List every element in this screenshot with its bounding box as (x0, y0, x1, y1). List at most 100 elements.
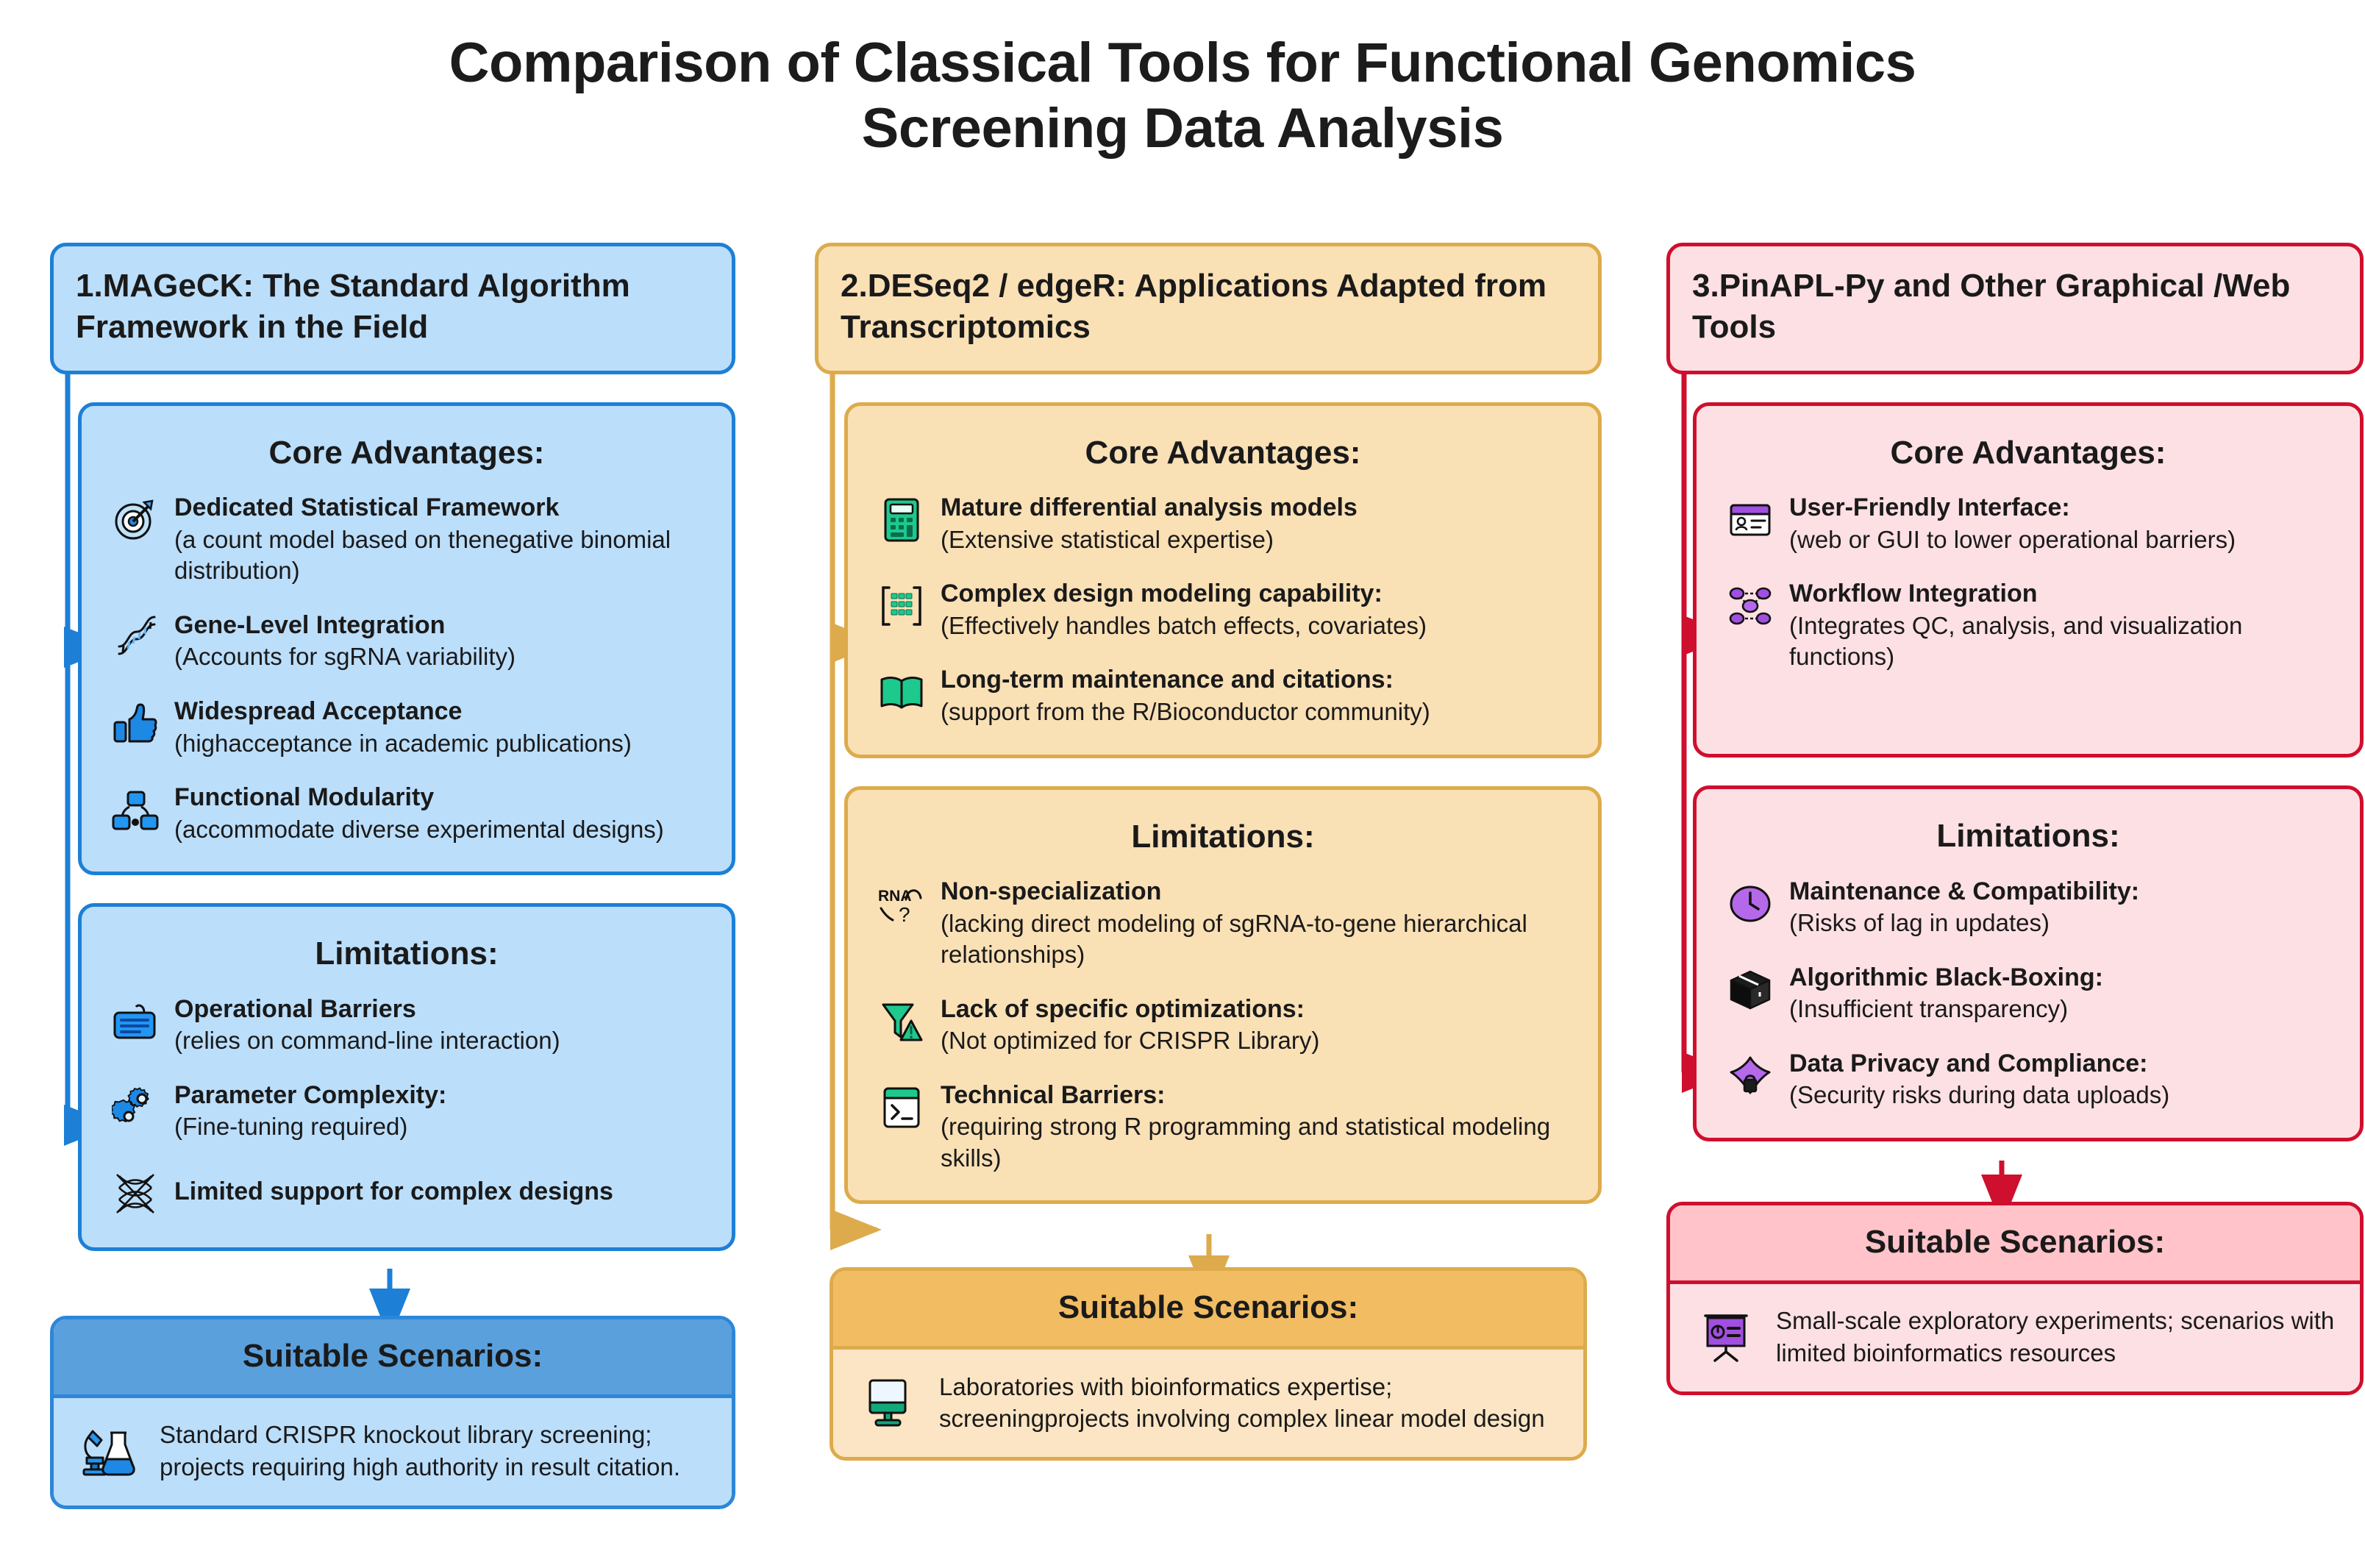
advantage-item: Widespread Acceptance (highacceptance in… (108, 695, 705, 759)
advantage-sub: (a count model based on thenegative bino… (174, 526, 671, 585)
scenarios-text: Laboratories with bioinformatics experti… (939, 1372, 1545, 1433)
limitation-sub: (Risks of lag in updates) (1789, 909, 2050, 937)
id-card-icon (1723, 493, 1777, 547)
limitation-sub: (relies on command-line interaction) (174, 1027, 560, 1055)
page-title: Comparison of Classical Tools for Functi… (0, 31, 2365, 162)
limitation-sub: (Security risks during data uploads) (1789, 1081, 2170, 1109)
advantage-head: Complex design modeling capability: (941, 580, 1383, 608)
limitation-sub: (lacking direct modeling of sgRNA-to-gen… (941, 910, 1527, 969)
scenarios-text: Standard CRISPR knockout library screeni… (160, 1421, 681, 1481)
scenarios-title: Suitable Scenarios: (1670, 1205, 2360, 1284)
limitation-item: Parameter Complexity: (Fine-tuning requi… (108, 1079, 705, 1143)
limitations-title: Limitations: (315, 935, 499, 972)
advantage-item: User-Friendly Interface: (web or GUI to … (1723, 491, 2333, 555)
column-header-mageck: 1.MAGeCK: The Standard Algorithm Framewo… (50, 243, 735, 374)
limitation-head: Limited support for complex designs (174, 1177, 613, 1205)
limitation-head: Data Privacy and Compliance: (1789, 1049, 2148, 1077)
limitation-item: Maintenance & Compatibility: (Risks of l… (1723, 875, 2333, 939)
limitation-head: Parameter Complexity: (174, 1080, 447, 1109)
advantage-head: Widespread Acceptance (174, 696, 463, 725)
advantage-sub: (Effectively handles batch effects, cova… (941, 612, 1427, 640)
clock-icon (1723, 877, 1777, 931)
advantage-item: Dedicated Statistical Framework (a count… (108, 491, 705, 586)
limitation-item: Algorithmic Black-Boxing: (Insufficient … (1723, 961, 2333, 1025)
limitations-title: Limitations: (1936, 817, 2120, 854)
presentation-chart-icon (1692, 1303, 1760, 1371)
advantage-head: Mature differential analysis models (941, 493, 1358, 522)
advantage-sub: (accommodate diverse experimental design… (174, 815, 664, 843)
limitation-sub: (Not optimized for CRISPR Library) (941, 1027, 1320, 1055)
limitation-head: Maintenance & Compatibility: (1789, 877, 2140, 905)
columns-container: 1.MAGeCK: The Standard Algorithm Framewo… (0, 243, 2365, 1567)
advantage-head: User-Friendly Interface: (1789, 493, 2070, 522)
limitation-item: Data Privacy and Compliance: (Security r… (1723, 1047, 2333, 1111)
column-mageck: 1.MAGeCK: The Standard Algorithm Framewo… (50, 243, 735, 1510)
limitation-head: Lack of specific optimizations: (941, 994, 1305, 1023)
dna-icon (108, 610, 163, 665)
microscope-flask-icon (76, 1417, 143, 1485)
advantage-item: Gene-Level Integration (Accounts for sgR… (108, 609, 705, 673)
limitation-item: Technical Barriers: (requiring strong R … (874, 1079, 1572, 1174)
scenarios-text: Small-scale exploratory experiments; sce… (1776, 1307, 2335, 1366)
advantage-head: Workflow Integration (1789, 580, 2038, 608)
scenarios-card-mageck: Suitable Scenarios: (50, 1315, 735, 1510)
keyboard-icon (108, 994, 163, 1049)
limitation-head: Algorithmic Black-Boxing: (1789, 963, 2103, 991)
terminal-icon (874, 1080, 929, 1135)
limitations-title: Limitations: (1131, 818, 1315, 855)
advantages-card-deseq2: Core Advantages: (844, 402, 1602, 758)
crossed-mesh-icon (108, 1166, 163, 1221)
limitation-sub: (Insufficient transparency) (1789, 995, 2069, 1023)
advantage-sub: (Extensive statistical expertise) (941, 526, 1274, 554)
thumbs-up-icon (108, 696, 163, 751)
network-nodes-icon (1723, 579, 1777, 633)
advantage-item: Mature differential analysis models (Ext… (874, 491, 1572, 555)
advantages-title: Core Advantages: (1085, 434, 1361, 471)
target-icon (108, 493, 163, 547)
monitor-icon (855, 1369, 923, 1436)
limitations-card-deseq2: Limitations: RNA ? Non-specialization (l… (844, 785, 1602, 1204)
page-title-line-1: Comparison of Classical Tools for Functi… (449, 32, 1916, 94)
advantage-sub: (Integrates QC, analysis, and visualizat… (1789, 612, 2243, 671)
advantages-card-pinapl: Core Advantages: User-Fri (1693, 402, 2364, 758)
limitation-sub: (Fine-tuning required) (174, 1113, 408, 1141)
advantage-head: Long-term maintenance and citations: (941, 666, 1394, 694)
open-book-icon (874, 665, 929, 719)
column-header-pinapl-py: 3.PinAPL-Py and Other Graphical /Web Too… (1666, 243, 2364, 374)
page-title-line-2: Screening Data Analysis (861, 96, 1504, 160)
advantage-sub: (Accounts for sgRNA variability) (174, 643, 516, 671)
limitation-item: Operational Barriers (relies on command-… (108, 993, 705, 1057)
funnel-warning-icon (874, 994, 929, 1049)
advantage-head: Gene-Level Integration (174, 610, 446, 639)
advantage-sub: (support from the R/Bioconductor communi… (941, 698, 1430, 726)
modules-icon (108, 783, 163, 837)
advantages-card-mageck: Core Advantages: Dedicated Statistical F… (78, 402, 735, 875)
calculator-icon (874, 493, 929, 547)
advantage-head: Functional Modularity (174, 783, 435, 811)
advantages-title: Core Advantages: (268, 434, 545, 471)
limitation-item: Lack of specific optimizations: (Not opt… (874, 993, 1572, 1057)
gears-icon (108, 1080, 163, 1135)
column-deseq2-edger: 2.DESeq2 / edgeR: Applications Adapted f… (815, 243, 1602, 1461)
limitation-head: Operational Barriers (174, 994, 416, 1023)
limitation-head: Technical Barriers: (941, 1080, 1166, 1109)
limitations-card-pinapl: Limitations: Maintenance & Compatibility… (1693, 785, 2364, 1141)
advantage-item: Long-term maintenance and citations: (su… (874, 663, 1572, 727)
limitation-item: RNA ? Non-specialization (lacking direct… (874, 875, 1572, 970)
column-pinapl-py: 3.PinAPL-Py and Other Graphical /Web Too… (1666, 243, 2364, 1395)
svg-text:RNA: RNA (878, 888, 912, 905)
scenarios-title: Suitable Scenarios: (833, 1270, 1583, 1350)
advantage-sub: (web or GUI to lower operational barrier… (1789, 526, 2236, 554)
limitation-sub: (requiring strong R programming and stat… (941, 1113, 1551, 1172)
advantages-title: Core Advantages: (1890, 434, 2166, 471)
scenarios-card-deseq2: Suitable Scenarios: Laboratories with bi… (830, 1266, 1587, 1461)
rna-question-icon: RNA ? (874, 877, 929, 931)
limitation-head: Non-specialization (941, 877, 1162, 906)
limitation-item: Limited support for complex designs (108, 1165, 705, 1221)
matrix-icon (874, 579, 929, 633)
advantage-head: Dedicated Statistical Framework (174, 493, 560, 522)
column-header-deseq2-edger: 2.DESeq2 / edgeR: Applications Adapted f… (815, 243, 1602, 374)
advantage-sub: (highacceptance in academic publications… (174, 729, 632, 757)
shield-lock-icon (1723, 1049, 1777, 1103)
limitations-card-mageck: Limitations: Operational Barriers (78, 902, 735, 1251)
